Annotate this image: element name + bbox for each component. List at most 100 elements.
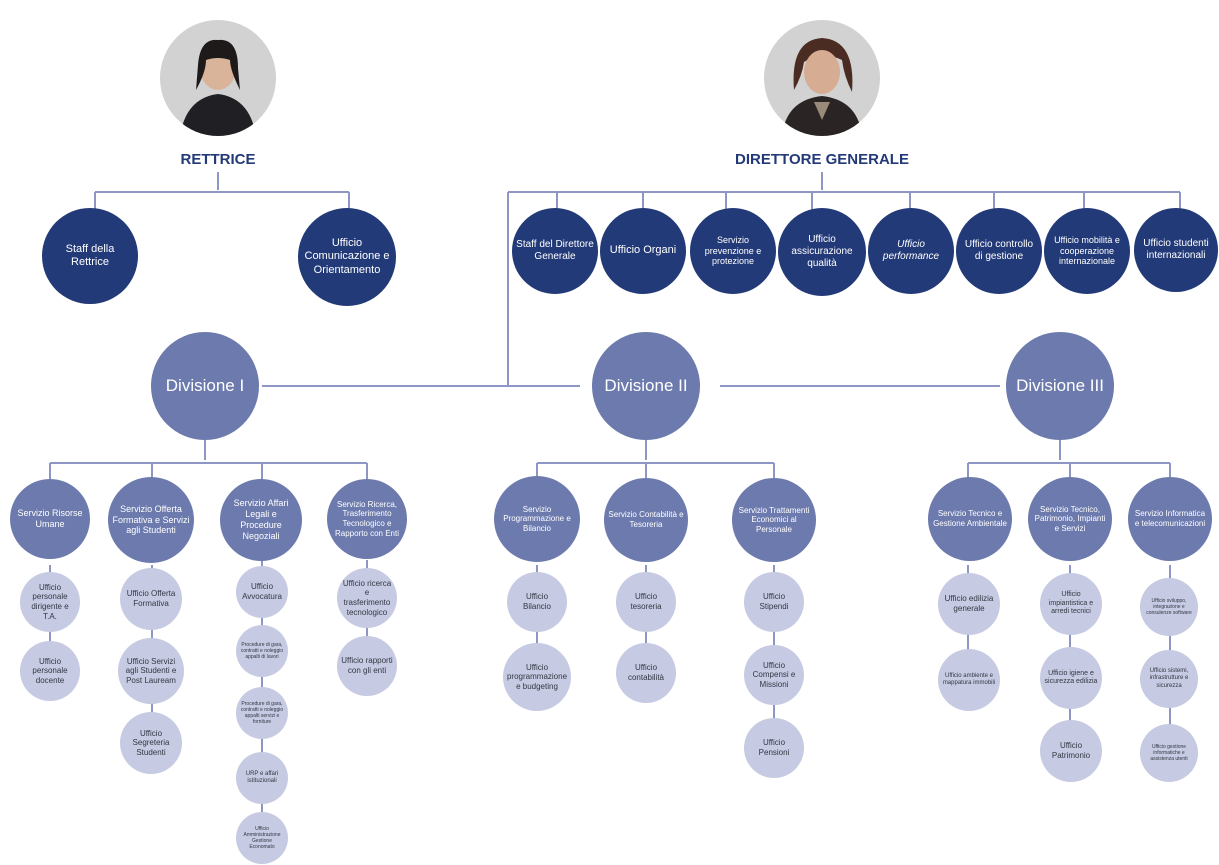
ufficio-label: Ufficio Stipendi xyxy=(759,592,789,611)
ufficio-node[interactable]: Procedure di gara, contratti e noleggio … xyxy=(236,625,288,677)
ufficio-node[interactable]: Ufficio Compensi e Missioni xyxy=(744,645,804,705)
ufficio-node[interactable]: Ufficio Stipendi xyxy=(744,572,804,632)
ufficio-node[interactable]: Ufficio impiantistica e arredi tecnici xyxy=(1040,573,1102,635)
ufficio-label: Ufficio sviluppo, integrazione e consule… xyxy=(1146,598,1192,616)
ufficio-node[interactable]: Ufficio programmazione e budgeting xyxy=(503,643,571,711)
ufficio-label: Ufficio Amministrazione Gestione Economa… xyxy=(243,826,281,850)
servizio-label: Servizio Risorse Umane xyxy=(17,508,83,529)
servizio-label: Servizio Contabilità e Tesoreria xyxy=(608,510,684,529)
servizio-contabilita-node[interactable]: Servizio Contabilità e Tesoreria xyxy=(604,478,688,562)
servizio-label: Servizio Affari Legali e Procedure Negoz… xyxy=(233,498,289,541)
studenti-internazionali-label: Ufficio studenti internazionali xyxy=(1143,238,1209,261)
servizio-label: Servizio Informatica e telecomunicazioni xyxy=(1134,509,1206,528)
servizio-ricerca-node[interactable]: Servizio Ricerca, Trasferimento Tecnolog… xyxy=(327,479,407,559)
servizio-label: Servizio Ricerca, Trasferimento Tecnolog… xyxy=(334,499,400,538)
staff-direttore-label: Staff del Direttore Generale xyxy=(516,239,594,262)
comunicazione-label: Ufficio Comunicazione e Orientamento xyxy=(304,237,390,276)
prevenzione-node[interactable]: Servizio prevenzione e protezione xyxy=(690,208,776,294)
ufficio-node[interactable]: Ufficio Patrimonio xyxy=(1040,720,1102,782)
divisione-3-label: Divisione III xyxy=(1016,375,1104,395)
performance-node[interactable]: Ufficio performance xyxy=(868,208,954,294)
divisione-2-node[interactable]: Divisione II xyxy=(592,332,700,440)
ufficio-node[interactable]: Ufficio ambiente e mappatura immobili xyxy=(938,649,1000,711)
rettrice-photo xyxy=(160,20,276,136)
ufficio-node[interactable]: Ufficio Pensioni xyxy=(744,718,804,778)
qualita-label: Ufficio assicurazione qualità xyxy=(791,234,853,269)
servizio-label: Servizio Tecnico, Patrimonio, Impianti e… xyxy=(1034,504,1106,533)
ufficio-node[interactable]: Ufficio personale docente xyxy=(20,641,80,701)
servizio-tecnico-ambientale-node[interactable]: Servizio Tecnico e Gestione Ambientale xyxy=(928,477,1012,561)
ufficio-label: Ufficio Compensi e Missioni xyxy=(752,660,796,689)
servizio-tecnico-patrimonio-node[interactable]: Servizio Tecnico, Patrimonio, Impianti e… xyxy=(1028,477,1112,561)
ufficio-label: Ufficio personale docente xyxy=(32,656,68,685)
servizio-label: Servizio Offerta Formativa e Servizi agl… xyxy=(112,503,190,536)
divisione-1-node[interactable]: Divisione I xyxy=(151,332,259,440)
ufficio-organi-node[interactable]: Ufficio Organi xyxy=(600,208,686,294)
ufficio-label: Ufficio edilizia generale xyxy=(944,594,994,613)
ufficio-label: Ufficio Pensioni xyxy=(758,738,790,757)
ufficio-node[interactable]: Ufficio Offerta Formativa xyxy=(120,568,182,630)
servizio-programmazione-node[interactable]: Servizio Programmazione e Bilancio xyxy=(494,476,580,562)
staff-rettrice-node[interactable]: Staff della Rettrice xyxy=(42,208,138,304)
servizio-trattamenti-node[interactable]: Servizio Trattamenti Economici al Person… xyxy=(732,478,816,562)
ufficio-node[interactable]: Ufficio gestione informatiche e assisten… xyxy=(1140,724,1198,782)
ufficio-node[interactable]: Ufficio Segreteria Studenti xyxy=(120,712,182,774)
staff-direttore-node[interactable]: Staff del Direttore Generale xyxy=(512,208,598,294)
ufficio-label: Ufficio Offerta Formativa xyxy=(126,589,176,608)
ufficio-label: URP e affari istituzionali xyxy=(245,770,279,784)
ufficio-label: Ufficio rapporti con gli enti xyxy=(341,656,393,675)
direttore-photo xyxy=(764,20,880,136)
ufficio-label: Ufficio Bilancio xyxy=(522,592,551,611)
ufficio-node[interactable]: Ufficio igiene e sicurezza edilizia xyxy=(1040,647,1102,709)
ufficio-node[interactable]: Ufficio ricerca e trasferimento tecnolog… xyxy=(337,568,397,628)
servizio-risorse-umane-node[interactable]: Servizio Risorse Umane xyxy=(10,479,90,559)
servizio-offerta-formativa-node[interactable]: Servizio Offerta Formativa e Servizi agl… xyxy=(108,477,194,563)
ufficio-label: Ufficio contabilità xyxy=(627,663,665,682)
ufficio-node[interactable]: Ufficio personale dirigente e T.A. xyxy=(20,572,80,632)
servizio-affari-legali-node[interactable]: Servizio Affari Legali e Procedure Negoz… xyxy=(220,479,302,561)
ufficio-label: Ufficio Avvocatura xyxy=(242,582,282,601)
ufficio-node[interactable]: Ufficio rapporti con gli enti xyxy=(337,636,397,696)
direttore-title: DIRETTORE GENERALE xyxy=(735,151,909,168)
ufficio-node[interactable]: Ufficio tesoreria xyxy=(616,572,676,632)
ufficio-organi-label: Ufficio Organi xyxy=(609,244,677,257)
ufficio-label: Ufficio gestione informatiche e assisten… xyxy=(1150,744,1188,762)
performance-label: Ufficio performance xyxy=(882,239,940,262)
ufficio-label: Ufficio sistemi, infrastrutture e sicure… xyxy=(1149,668,1189,689)
ufficio-label: Ufficio Patrimonio xyxy=(1051,741,1091,760)
servizio-label: Servizio Tecnico e Gestione Ambientale xyxy=(933,509,1007,528)
ufficio-node[interactable]: Ufficio sistemi, infrastrutture e sicure… xyxy=(1140,650,1198,708)
controllo-gestione-node[interactable]: Ufficio controllo di gestione xyxy=(956,208,1042,294)
ufficio-label: Procedure di gara, contratti e noleggio … xyxy=(240,642,284,660)
studenti-internazionali-node[interactable]: Ufficio studenti internazionali xyxy=(1134,208,1218,292)
ufficio-label: Ufficio tesoreria xyxy=(630,592,662,611)
ufficio-node[interactable]: Ufficio Bilancio xyxy=(507,572,567,632)
ufficio-label: Ufficio igiene e sicurezza edilizia xyxy=(1044,669,1098,685)
servizio-label: Servizio Trattamenti Economici al Person… xyxy=(738,505,810,534)
ufficio-label: Ufficio ricerca e trasferimento tecnolog… xyxy=(342,578,392,617)
divisione-2-label: Divisione II xyxy=(604,375,688,395)
qualita-node[interactable]: Ufficio assicurazione qualità xyxy=(778,208,866,296)
mobilita-label: Ufficio mobilità e cooperazione internaz… xyxy=(1054,234,1120,267)
ufficio-node[interactable]: Ufficio edilizia generale xyxy=(938,573,1000,635)
comunicazione-node[interactable]: Ufficio Comunicazione e Orientamento xyxy=(298,208,396,306)
ufficio-node[interactable]: Ufficio sviluppo, integrazione e consule… xyxy=(1140,578,1198,636)
ufficio-label: Ufficio ambiente e mappatura immobili xyxy=(942,672,996,686)
divisione-3-node[interactable]: Divisione III xyxy=(1006,332,1114,440)
ufficio-label: Ufficio impiantistica e arredi tecnici xyxy=(1048,591,1094,616)
ufficio-label: Procedure di gara, contratti e noleggio … xyxy=(240,701,284,725)
divisione-1-label: Divisione I xyxy=(165,375,245,395)
ufficio-label: Ufficio Segreteria Studenti xyxy=(132,728,170,757)
rettrice-title: RETTRICE xyxy=(180,151,256,168)
ufficio-label: Ufficio programmazione e budgeting xyxy=(506,662,568,691)
staff-rettrice-label: Staff della Rettrice xyxy=(65,242,115,268)
ufficio-node[interactable]: URP e affari istituzionali xyxy=(236,752,288,804)
ufficio-node[interactable]: Ufficio contabilità xyxy=(616,643,676,703)
ufficio-node[interactable]: Procedure di gara, contratti e noleggio … xyxy=(236,687,288,739)
ufficio-node[interactable]: Ufficio Amministrazione Gestione Economa… xyxy=(236,812,288,864)
servizio-informatica-node[interactable]: Servizio Informatica e telecomunicazioni xyxy=(1128,477,1212,561)
ufficio-node[interactable]: Ufficio Avvocatura xyxy=(236,566,288,618)
ufficio-node[interactable]: Ufficio Servizi agli Studenti e Post Lau… xyxy=(118,638,184,704)
mobilita-node[interactable]: Ufficio mobilità e cooperazione internaz… xyxy=(1044,208,1130,294)
